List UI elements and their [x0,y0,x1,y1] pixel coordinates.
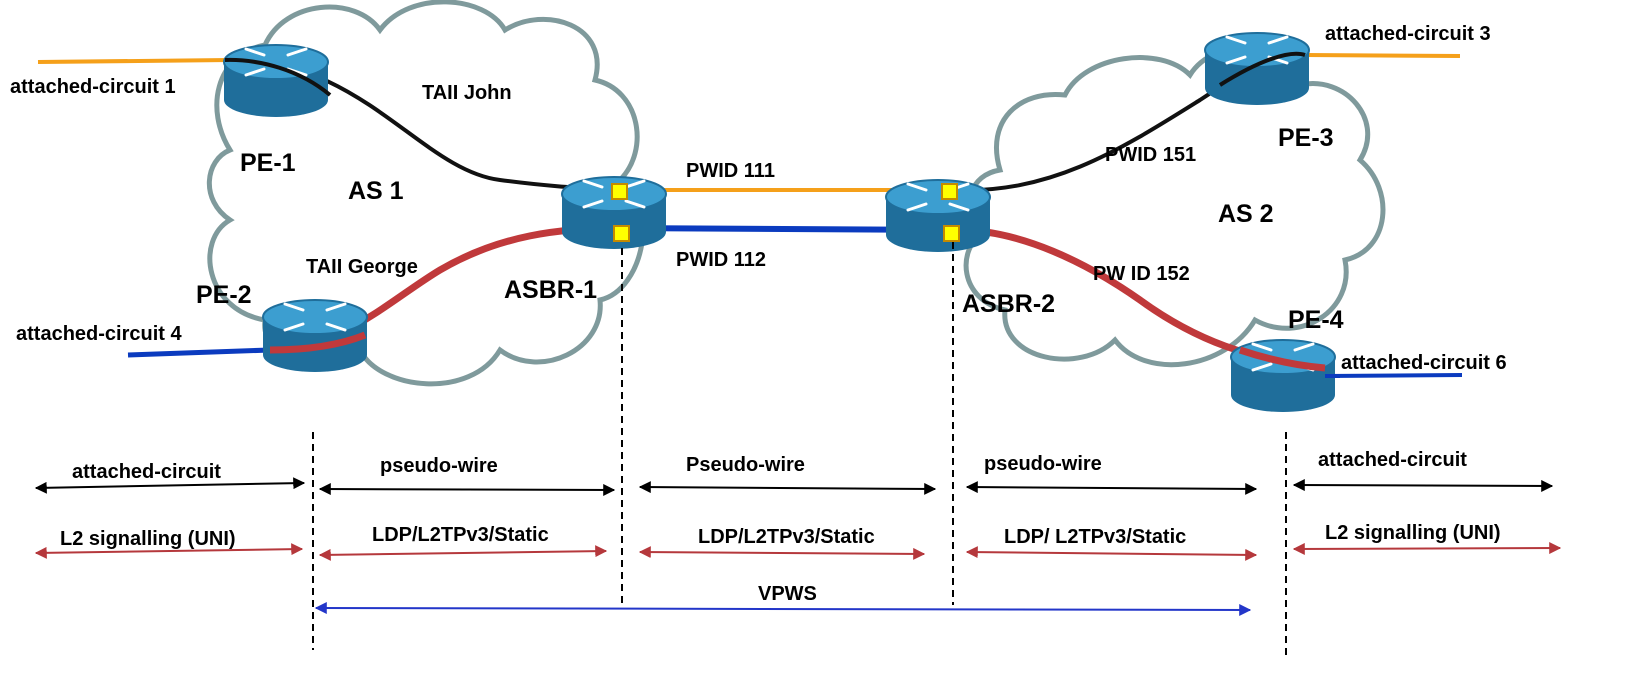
asbr1-label: ASBR-1 [504,276,597,304]
ac1-line [37,58,231,64]
ac1-label: attached-circuit 1 [10,76,176,98]
pwid-151-label: PWID 151 [1105,144,1196,166]
pw-endpoint-marker [611,183,628,200]
pw-endpoint-marker [943,225,960,242]
as1-label: AS 1 [348,177,404,205]
pe1-label: PE-1 [240,149,296,177]
pw-endpoint-marker [941,183,958,200]
taii-george-label: TAII George [306,256,418,278]
ac4-label: attached-circuit 4 [16,323,182,345]
arrow-ldp-left [318,545,608,561]
router-arrows-icon [582,179,646,209]
arrow-uni-left [34,543,304,559]
router-asbr1[interactable] [561,176,667,249]
router-arrows-icon [244,47,308,77]
arrow-pw-right [965,481,1258,495]
router-pe3[interactable] [1204,32,1310,105]
taii-john-label: TAII John [422,82,512,104]
segment-ac-left-label: attached-circuit [72,461,221,483]
arrow-pw-left [318,483,616,496]
segment-pw-left-label: pseudo-wire [380,455,498,477]
signalling-ldp-right-label: LDP/ L2TPv3/Static [1004,526,1186,548]
pwid-152-label: PW ID 152 [1093,263,1190,285]
arrow-uni-right [1292,542,1562,555]
segment-pw-mid-label: Pseudo-wire [686,454,805,476]
as2-cloud [963,45,1386,368]
pe4-label: PE-4 [1288,306,1344,334]
router-arrows-icon [283,302,347,332]
as2-label: AS 2 [1218,200,1274,228]
arrow-ac-left [34,477,306,494]
ac3-line [1304,53,1461,58]
signalling-uni-right-label: L2 signalling (UNI) [1325,522,1501,544]
arrow-vpws [314,602,1252,616]
router-pe2[interactable] [262,299,368,372]
pw-george-overlay [269,331,367,354]
arrow-pw-mid [638,481,937,495]
pe3-label: PE-3 [1278,124,1334,152]
arrow-ac-right [1292,479,1554,492]
signalling-ldp-mid-label: LDP/L2TPv3/Static [698,526,875,548]
pwid-112-label: PWID 112 [676,249,766,271]
arrow-ldp-mid [638,546,926,560]
ac3-label: attached-circuit 3 [1325,23,1491,45]
arrow-ldp-right [965,546,1258,561]
vpws-label: VPWS [758,583,817,605]
pw-151-overlay [1218,51,1306,87]
signalling-uni-left-label: L2 signalling (UNI) [60,528,236,550]
segment-ac-right-label: attached-circuit [1318,449,1467,471]
pw-john-overlay [224,57,332,97]
signalling-ldp-left-label: LDP/L2TPv3/Static [372,524,549,546]
router-asbr2[interactable] [885,179,991,252]
asbr2-label: ASBR-2 [962,290,1055,318]
ac4-line [127,347,271,358]
ac6-line [1324,373,1463,378]
pwid-111-label: PWID 111 [686,160,775,182]
pw-endpoint-marker [613,225,630,242]
ac6-label: attached-circuit 6 [1341,352,1507,374]
segment-pw-right-label: pseudo-wire [984,453,1102,475]
pe2-label: PE-2 [196,281,252,309]
pw-152-overlay [1238,346,1326,372]
